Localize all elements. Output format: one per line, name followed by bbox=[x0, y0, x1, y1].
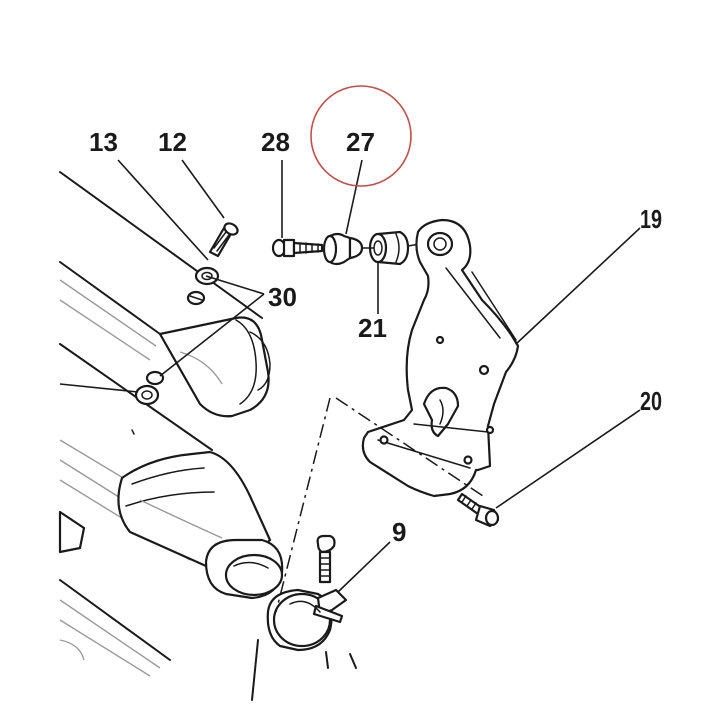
spacer-27 bbox=[322, 232, 364, 266]
clamp-bolt bbox=[316, 534, 336, 584]
clamp-9 bbox=[266, 588, 357, 669]
grommet-30-lower bbox=[134, 370, 165, 406]
callout-28: 28 bbox=[261, 127, 290, 157]
leader-lines bbox=[59, 159, 641, 593]
callout-12: 12 bbox=[158, 127, 187, 157]
bolt-28 bbox=[271, 238, 324, 258]
bolt-12 bbox=[208, 222, 239, 258]
callout-21: 21 bbox=[358, 313, 387, 343]
upper-muffler bbox=[59, 171, 271, 418]
callout-27: 27 bbox=[346, 127, 375, 157]
callout-30: 30 bbox=[268, 282, 297, 312]
highlight-circle bbox=[310, 85, 412, 187]
bracket-19 bbox=[361, 218, 520, 498]
callout-13: 13 bbox=[89, 127, 118, 157]
clamp-centerline bbox=[275, 397, 331, 613]
bolt-20 bbox=[456, 492, 500, 528]
mounting-centerline bbox=[335, 397, 487, 499]
right-edge-mask bbox=[663, 0, 720, 720]
callout-19: 19 bbox=[640, 204, 662, 234]
grommet-30-upper bbox=[186, 290, 206, 306]
bush-21 bbox=[368, 230, 410, 266]
lower-muffler bbox=[58, 343, 284, 701]
callout-20: 20 bbox=[640, 386, 662, 416]
callout-9: 9 bbox=[392, 517, 406, 547]
